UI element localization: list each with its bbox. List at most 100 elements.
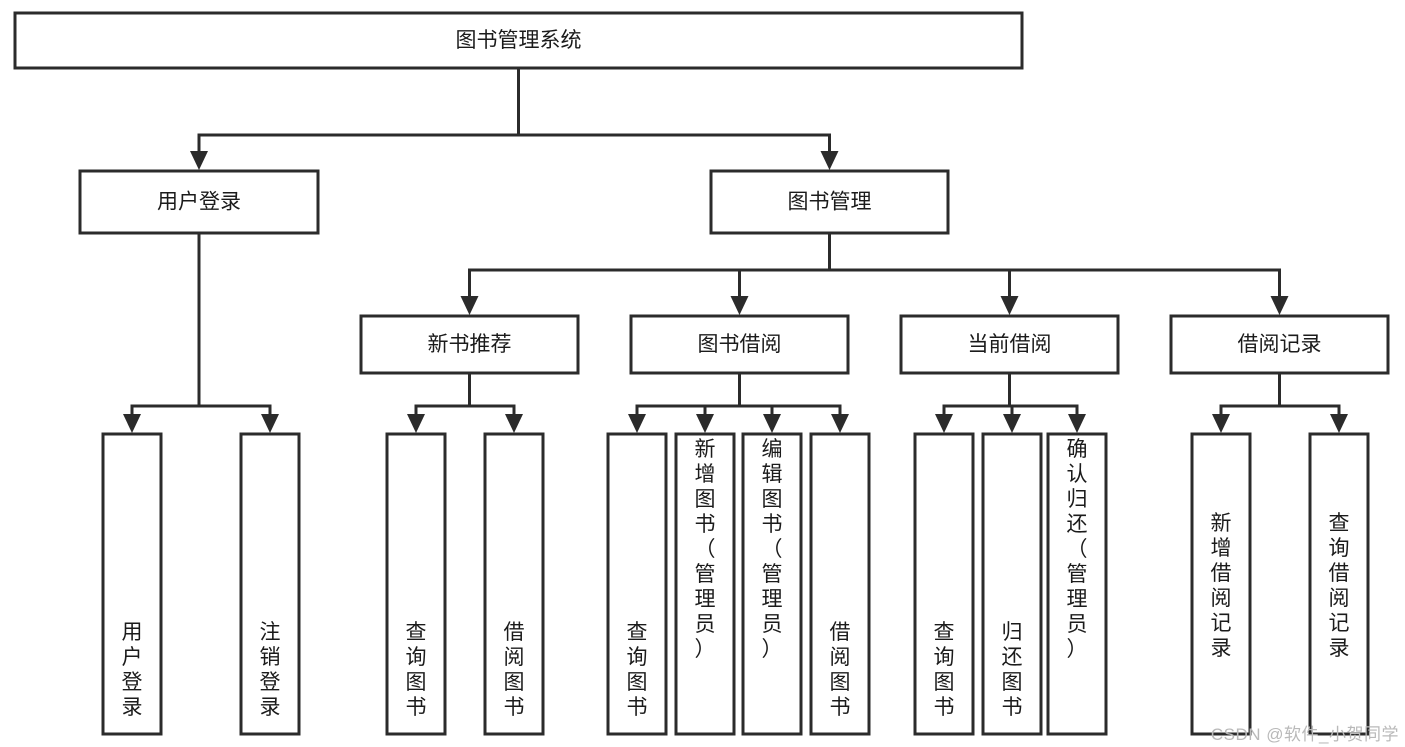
node-box[interactable]	[78, 169, 320, 235]
node-box[interactable]	[674, 432, 736, 736]
node-label-char: （	[762, 538, 783, 561]
node-root[interactable]: 图书管理系统	[13, 11, 1024, 70]
node-label-char: 管	[695, 563, 716, 586]
node-box[interactable]	[709, 169, 950, 235]
node-label-char: 查	[934, 621, 955, 644]
node-label-char: 询	[1329, 537, 1350, 560]
watermark-text: CSDN @软件_小贺同学	[1210, 725, 1399, 744]
node-box[interactable]	[359, 314, 580, 375]
node-label-char: 借	[1211, 562, 1232, 585]
node-box[interactable]	[101, 432, 163, 736]
node-label-char: 管	[1067, 563, 1088, 586]
node-label-char: 阅	[830, 646, 851, 669]
arrow-head-icon	[935, 414, 953, 433]
node-box[interactable]	[981, 432, 1043, 736]
arrow-head-icon	[1330, 414, 1348, 433]
node-label-char: 归	[1002, 621, 1023, 644]
node-label-char: 管	[762, 563, 783, 586]
arrow-head-icon	[831, 414, 849, 433]
node-label-char: 图	[934, 671, 955, 694]
arrow-head-icon	[1212, 414, 1230, 433]
node-label-char: 图	[695, 488, 716, 511]
node-layer: 图书管理系统用户登录图书管理新书推荐图书借阅当前借阅借阅记录用户登录注销登录查询…	[13, 11, 1390, 736]
node-label-char: 阅	[1329, 587, 1350, 610]
node-label: 借阅记录	[1238, 333, 1322, 356]
node-box[interactable]	[1190, 432, 1252, 736]
node-label-char: 录	[1329, 637, 1350, 660]
arrow-head-icon	[763, 414, 781, 433]
node-label-char: 书	[762, 513, 783, 536]
node-label-char: 图	[762, 488, 783, 511]
node-label-char: 书	[830, 696, 851, 719]
node-label-char: 询	[934, 646, 955, 669]
arrow-head-icon	[1000, 296, 1019, 315]
node-book-borrow[interactable]: 图书借阅	[629, 314, 850, 375]
node-label-char: 户	[122, 646, 143, 669]
node-label: 新书推荐	[428, 333, 512, 356]
node-label-char: 询	[627, 646, 648, 669]
node-box[interactable]	[606, 432, 668, 736]
node-label-char: 录	[1211, 637, 1232, 660]
node-box[interactable]	[809, 432, 871, 736]
node-box[interactable]	[1308, 432, 1370, 736]
node-label-char: 认	[1067, 463, 1088, 486]
connector-group-new-book-rec	[407, 371, 523, 433]
arrow-head-icon	[123, 414, 141, 433]
node-user-login[interactable]: 用户登录	[78, 169, 320, 235]
node-label-char: 登	[122, 671, 143, 694]
node-label-char: 归	[1067, 488, 1088, 511]
connector-group-user-login	[123, 231, 279, 433]
arrow-head-icon	[261, 414, 279, 433]
node-label-char: 借	[504, 621, 525, 644]
node-leaf-user-login[interactable]: 用户登录	[101, 432, 163, 736]
node-label: 图书管理系统	[456, 29, 582, 52]
node-box[interactable]	[483, 432, 545, 736]
connector-group-root	[190, 66, 839, 170]
node-label-char: （	[1067, 538, 1088, 561]
node-label-char: 查	[406, 621, 427, 644]
node-box[interactable]	[1169, 314, 1390, 375]
connector-group-current-borrow	[935, 371, 1086, 433]
node-borrow-record[interactable]: 借阅记录	[1169, 314, 1390, 375]
node-current-borrow[interactable]: 当前借阅	[899, 314, 1120, 375]
node-box[interactable]	[385, 432, 447, 736]
node-box[interactable]	[899, 314, 1120, 375]
node-label-char: 确	[1067, 438, 1088, 461]
node-label-char: 阅	[504, 646, 525, 669]
node-box[interactable]	[239, 432, 301, 736]
node-book-manage[interactable]: 图书管理	[709, 169, 950, 235]
node-label-char: 记	[1211, 612, 1232, 635]
node-label: 当前借阅	[968, 333, 1052, 356]
node-box[interactable]	[1046, 432, 1108, 736]
node-label-char: 图	[406, 671, 427, 694]
connector-group-book-manage	[460, 231, 1289, 315]
node-label-char: 增	[1211, 537, 1232, 560]
node-box[interactable]	[741, 432, 803, 736]
arrow-head-icon	[407, 414, 425, 433]
node-label-char: 询	[406, 646, 427, 669]
node-label: 用户登录	[157, 191, 241, 214]
node-label-char: 增	[695, 463, 716, 486]
node-box[interactable]	[629, 314, 850, 375]
node-new-book-rec[interactable]: 新书推荐	[359, 314, 580, 375]
node-box[interactable]	[913, 432, 975, 736]
node-label-char: 理	[695, 588, 716, 611]
node-box[interactable]	[13, 11, 1024, 70]
node-label-char: 书	[695, 513, 716, 536]
node-label-char: 书	[934, 696, 955, 719]
connector-group-borrow-record	[1212, 371, 1348, 433]
node-label-char: 图	[627, 671, 648, 694]
node-label-char: ）	[1067, 638, 1088, 661]
